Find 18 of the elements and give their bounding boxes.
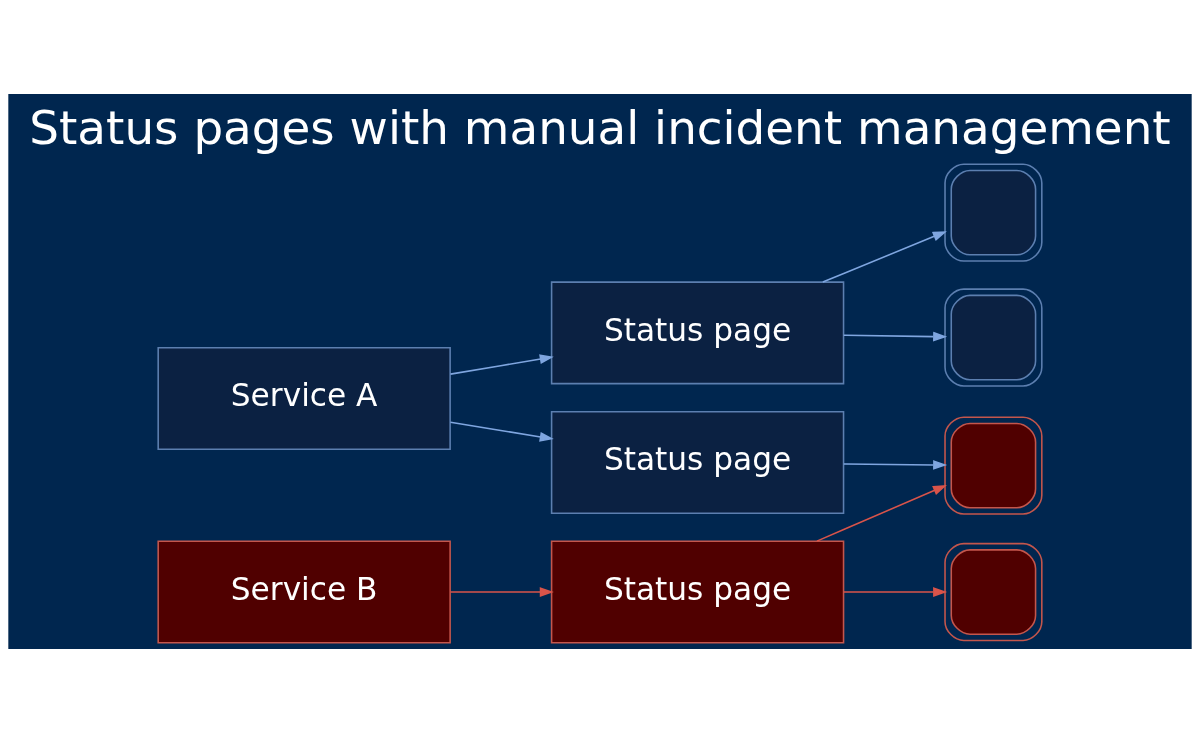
arrow <box>449 420 554 442</box>
node-box: Status page <box>550 280 845 384</box>
arrow <box>843 586 948 597</box>
node-person <box>944 162 1043 262</box>
arrow <box>822 230 947 283</box>
arrow <box>843 331 948 342</box>
diagram-title: Status pages with manual incident management <box>29 100 1171 155</box>
arrow <box>449 586 554 597</box>
node-box: Service B <box>157 540 451 644</box>
node-box: Status page <box>550 540 845 644</box>
node-person <box>944 415 1043 515</box>
arrow <box>816 484 947 542</box>
node-box: Service A <box>157 346 451 450</box>
node-person <box>944 542 1043 641</box>
arrow <box>449 353 554 375</box>
node-box: Status page <box>550 410 845 514</box>
node-person <box>944 287 1043 387</box>
arrow <box>843 459 948 470</box>
